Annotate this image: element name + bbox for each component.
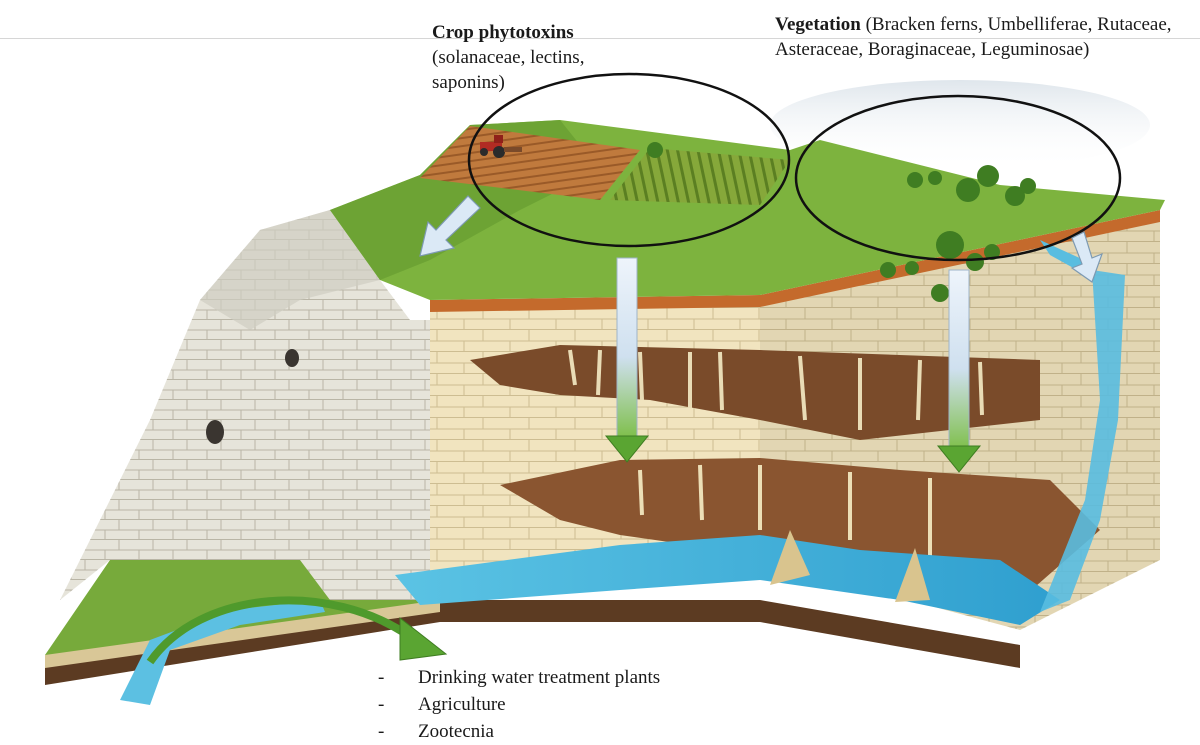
cliff-hole <box>206 420 224 444</box>
list-item: - Drinking water treatment plants <box>378 664 660 691</box>
crop-phytotoxins-label: Crop phytotoxins (solanaceae, lectins, s… <box>432 20 662 95</box>
list-item-text: Agriculture <box>418 691 506 718</box>
list-item: - Zootecnia <box>378 718 660 745</box>
list-item: - Agriculture <box>378 691 660 718</box>
list-dash: - <box>378 718 418 745</box>
crop-label-title: Crop phytotoxins <box>432 22 574 43</box>
water-uses-list: - Drinking water treatment plants - Agri… <box>378 664 660 745</box>
list-item-text: Zootecnia <box>418 718 494 745</box>
list-dash: - <box>378 691 418 718</box>
list-dash: - <box>378 664 418 691</box>
crop-label-detail: (solanaceae, lectins, saponins) <box>432 47 584 93</box>
list-item-text: Drinking water treatment plants <box>418 664 660 691</box>
vegetation-label-title: Vegetation <box>775 14 861 35</box>
cliff-hole <box>285 349 299 367</box>
vegetation-label: Vegetation (Bracken ferns, Umbelliferae,… <box>775 12 1185 62</box>
